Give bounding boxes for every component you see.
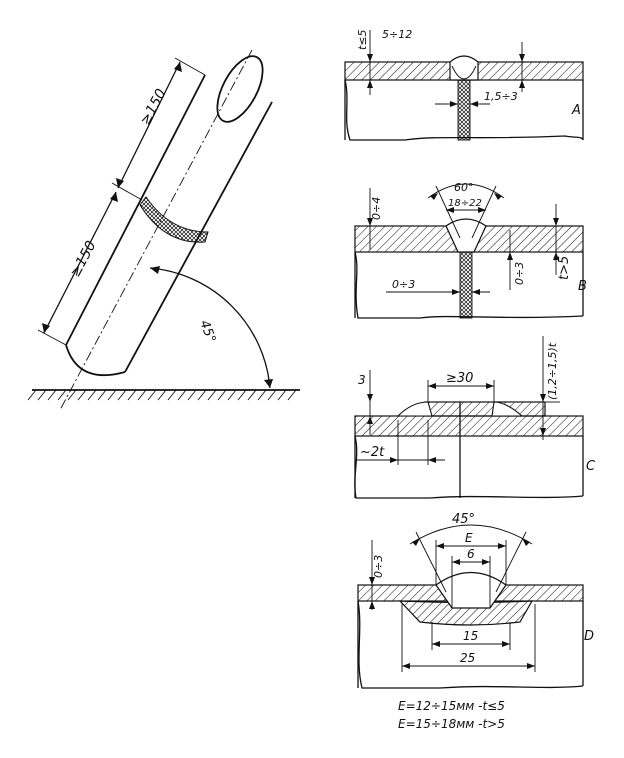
joint-c-label: C bbox=[586, 459, 596, 474]
ext-bot bbox=[37, 329, 67, 346]
joint-b-angle: 60° bbox=[454, 181, 474, 194]
joint-a: t≤5 5÷12 1,5÷3 A bbox=[344, 28, 584, 141]
joint-c: 3 ≥30 (1,2÷1,5)t ~2t C bbox=[354, 336, 596, 499]
joint-c-weld-right bbox=[491, 401, 524, 417]
joint-a-t-limit: t≤5 bbox=[356, 29, 369, 50]
joint-c-height: 3 bbox=[358, 373, 366, 387]
joint-c-plate bbox=[354, 415, 584, 437]
pipe-weld bbox=[139, 196, 209, 243]
joint-d-break bbox=[357, 600, 584, 689]
angle-arc bbox=[149, 267, 271, 389]
ext-mid bbox=[111, 182, 143, 201]
joint-c-edge: ~2t bbox=[360, 445, 385, 460]
joint-a-label: A bbox=[571, 103, 581, 118]
joint-d-note-2: E=15÷18мм -t>5 bbox=[398, 717, 505, 731]
joint-a-bead bbox=[449, 55, 479, 81]
joint-b-root-face: 0÷4 bbox=[370, 197, 383, 220]
joint-d-w15: 15 bbox=[463, 629, 478, 643]
joint-c-overlay bbox=[424, 401, 546, 417]
joint-a-break bbox=[344, 79, 584, 141]
joint-c-break bbox=[354, 435, 584, 499]
joint-b-root-gap: 0÷3 bbox=[513, 262, 526, 285]
dim-upper bbox=[117, 61, 181, 189]
ground-hatch bbox=[27, 389, 297, 401]
pipe-left-edge bbox=[65, 74, 206, 346]
joint-c-thickness: (1,2÷1,5)t bbox=[546, 342, 559, 400]
pipe-len-lower: ≥150 bbox=[67, 238, 99, 280]
pipe-top-ellipse bbox=[216, 55, 264, 123]
joint-d-label: D bbox=[584, 629, 594, 644]
pipe-len-upper: ≥150 bbox=[137, 86, 169, 128]
pipe-bottom-curve bbox=[65, 344, 126, 376]
joint-b-gap: 0÷3 bbox=[392, 278, 415, 291]
joint-d: 45° E 6 0÷3 15 25 D E bbox=[357, 512, 594, 731]
pipe-figure: ≥150 ≥150 45° bbox=[27, 49, 300, 411]
joint-d-e: E bbox=[465, 531, 473, 545]
joint-a-gap: 1,5÷3 bbox=[484, 90, 518, 103]
joint-d-w25: 25 bbox=[460, 651, 475, 665]
joint-d-backing bbox=[398, 600, 534, 626]
joint-b-root bbox=[459, 251, 473, 319]
joint-b-label: B bbox=[578, 279, 587, 294]
joint-b-break bbox=[354, 251, 584, 319]
joint-c-weld-left bbox=[396, 401, 433, 417]
joint-d-gap: 0÷3 bbox=[372, 555, 385, 578]
joint-a-width: 5÷12 bbox=[382, 28, 412, 41]
pipe-axis bbox=[59, 49, 253, 411]
joint-a-root bbox=[457, 79, 471, 141]
ext-top bbox=[174, 57, 206, 76]
joint-d-inner: 6 bbox=[467, 547, 475, 561]
joint-b-t-limit: t>5 bbox=[557, 256, 572, 280]
pipe-angle: 45° bbox=[196, 318, 218, 345]
dim-lower bbox=[43, 191, 117, 334]
joint-d-angle: 45° bbox=[452, 512, 475, 527]
joint-b: 60° 18÷22 0÷4 0÷3 0÷3 t>5 B bbox=[354, 181, 587, 319]
joint-c-overlap: ≥30 bbox=[446, 371, 473, 386]
joint-b-top-width: 18÷22 bbox=[448, 198, 482, 209]
joint-d-note-1: E=12÷15мм -t≤5 bbox=[398, 699, 505, 713]
